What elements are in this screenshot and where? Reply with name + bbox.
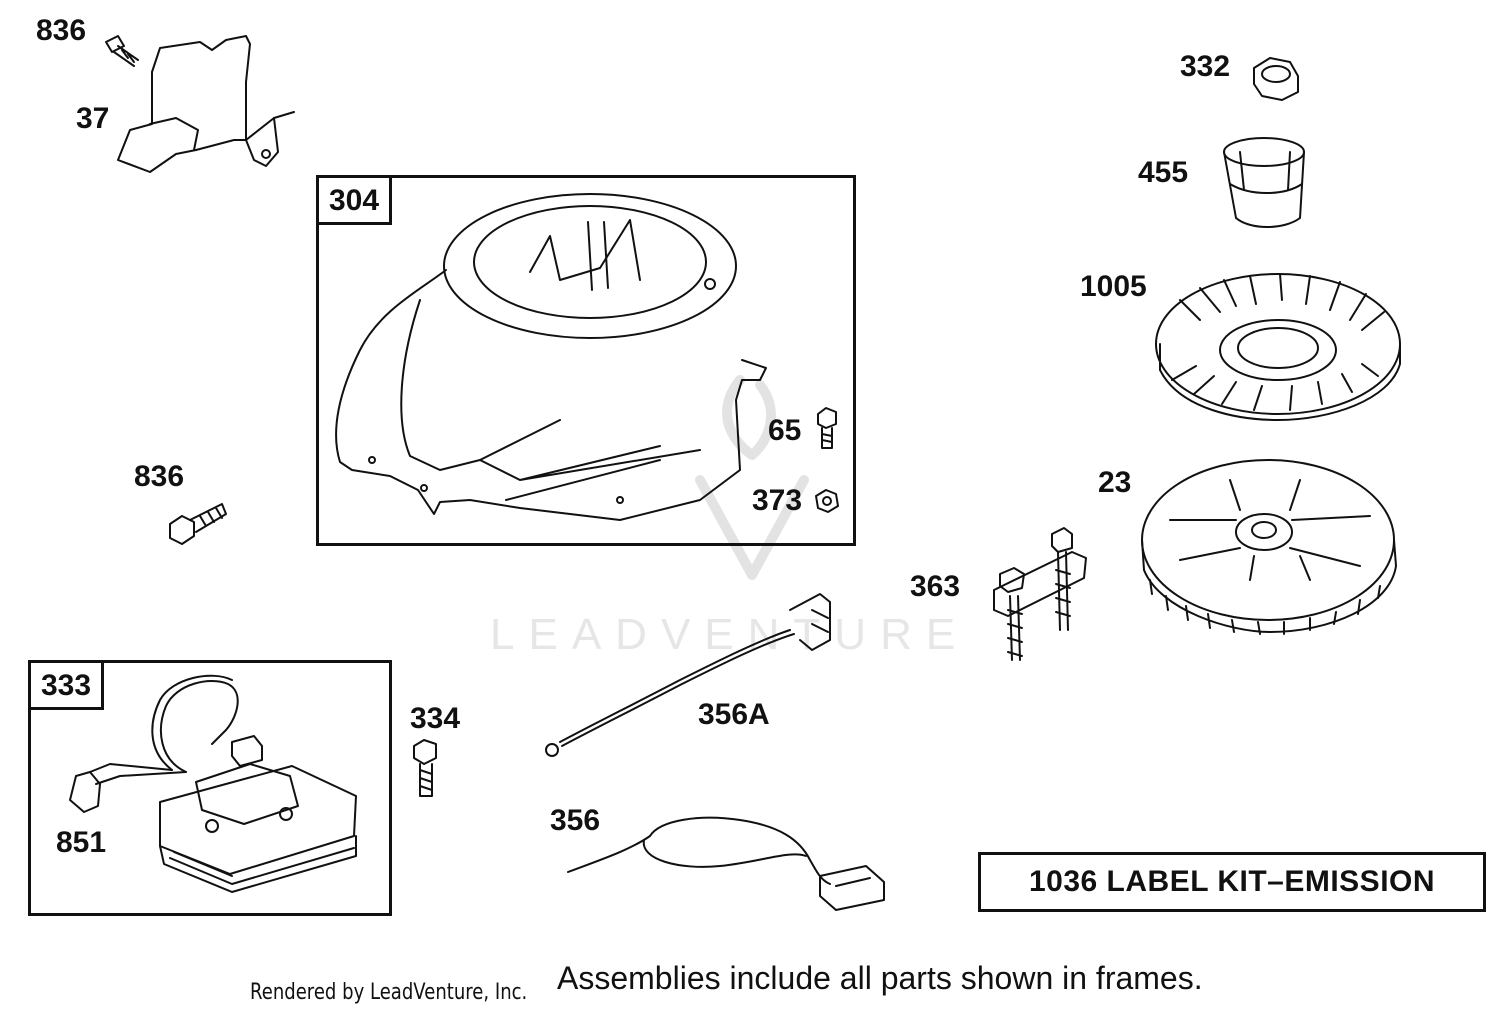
cup-455-icon [1223, 137, 1305, 228]
label-37: 37 [76, 102, 110, 135]
label-373: 373 [752, 484, 803, 517]
screw-334-icon [413, 739, 437, 797]
label-356: 356 [550, 804, 601, 837]
label-332: 332 [1180, 50, 1231, 83]
air-guide-37-icon [117, 35, 295, 173]
label-23: 23 [1098, 466, 1132, 499]
nut-373-icon [815, 489, 839, 513]
bolt-65-icon [817, 407, 837, 449]
flywheel-23-icon [1141, 459, 1397, 635]
label-1005: 1005 [1080, 270, 1147, 303]
wire-356-icon [567, 816, 885, 911]
label-836-top: 836 [36, 14, 87, 47]
screw-836-top-icon [105, 35, 139, 67]
label-836-mid: 836 [134, 460, 185, 493]
label-kit-box: 1036 LABEL KIT–EMISSION [978, 852, 1486, 912]
watermark-logo [695, 375, 809, 580]
label-334: 334 [410, 702, 461, 735]
rendered-by-credit: Rendered by LeadVenture, Inc. [250, 980, 528, 1005]
label-363: 363 [910, 570, 961, 603]
bracket-363-icon [993, 527, 1087, 661]
watermark: LEADVENTURE [490, 610, 970, 659]
blower-housing-304-icon [335, 193, 767, 521]
fan-1005-icon [1155, 273, 1401, 421]
bolt-836-mid-icon [169, 503, 227, 545]
frame-304-tag: 304 [319, 178, 393, 225]
ground-wire-356A-icon [545, 593, 831, 757]
ignition-armature-851-icon [69, 674, 357, 893]
assemblies-note: Assemblies include all parts shown in fr… [557, 960, 1203, 996]
label-356A: 356A [698, 698, 770, 731]
frame-333: 333 [28, 660, 392, 916]
frame-333-tag: 333 [31, 663, 105, 710]
label-455: 455 [1138, 156, 1189, 189]
label-65: 65 [768, 414, 802, 447]
frame-304: 304 [316, 175, 856, 546]
label-851: 851 [56, 826, 107, 859]
nut-332-icon [1253, 57, 1299, 101]
